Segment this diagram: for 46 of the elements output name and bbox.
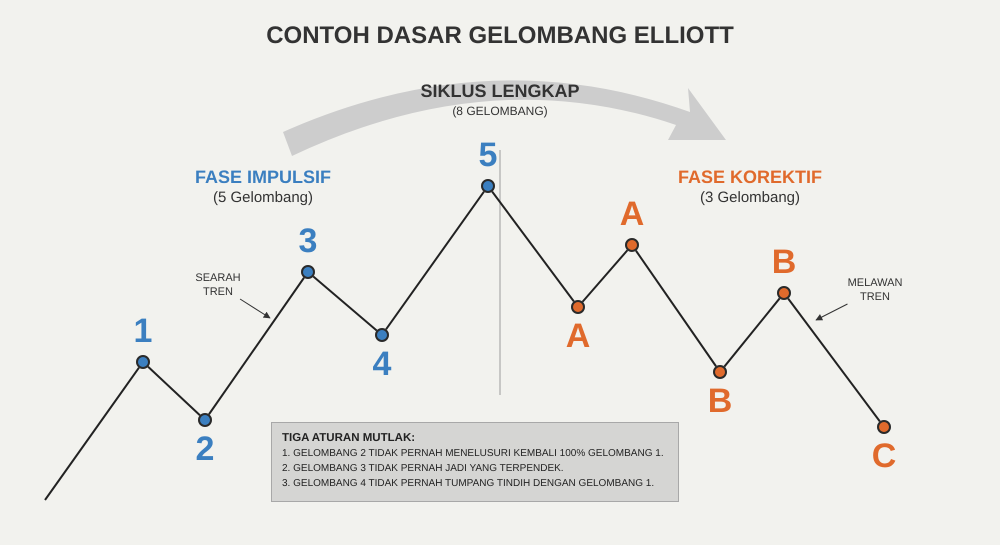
wave-number: C (870, 439, 898, 473)
annotation-text: MELAWAN TREN (845, 276, 905, 304)
wave-line (385, 191, 485, 330)
wave-number: B (706, 384, 734, 418)
leader-line (240, 298, 271, 318)
wave-number: 3 (298, 224, 318, 258)
wave-point (571, 300, 585, 314)
rule-text: 2. GELOMBANG 3 TIDAK PERNAH JADI YANG TERPENDEK. (282, 462, 565, 476)
wave-number: 1 (132, 314, 154, 348)
wave-number: A (564, 319, 592, 353)
wave-point (375, 328, 389, 342)
wave-line (787, 298, 881, 422)
wave-number: A (618, 197, 646, 231)
leader-line (815, 304, 848, 320)
wave-point (301, 265, 315, 279)
wave-line (582, 250, 628, 302)
phase-note: (3 Gelombang) (698, 189, 802, 207)
wave-point (136, 355, 150, 369)
wave-point (713, 365, 727, 379)
rules-panel (271, 422, 679, 502)
wave-point (877, 420, 891, 434)
wave-line (208, 277, 305, 415)
rule-text: 3. GELOMBANG 4 TIDAK PERNAH TUMPANG TINDIH DENGAN GELOMBANG 1. (282, 477, 656, 491)
wave-number: 5 (478, 138, 498, 172)
annotation-text: SEARAH TREN (193, 271, 243, 299)
rules-heading: TIGA ATURAN MUTLAK: (282, 431, 416, 446)
wave-point (777, 286, 791, 300)
wave-number: 4 (372, 347, 392, 381)
phase-note: (5 Gelombang) (212, 189, 314, 207)
wave-line (635, 250, 717, 367)
wave-point (481, 179, 495, 193)
wave-line (724, 298, 780, 368)
wave-line (491, 191, 575, 302)
wave-number: B (770, 245, 798, 279)
phase-heading: FASE KOREKTIF (676, 166, 823, 188)
wave-point (198, 413, 212, 427)
title-text: CONTOH DASAR GELOMBANG ELLIOTT (265, 22, 735, 50)
wave-line (44, 367, 140, 501)
subtitle-note: (8 GELOMBANG) (451, 104, 549, 118)
wave-point (625, 238, 639, 252)
wave-line (147, 366, 201, 416)
wave-number: 2 (194, 432, 216, 466)
subtitle-text: SIKLUS LENGKAP (419, 80, 580, 102)
phase-heading: FASE IMPULSIF (194, 166, 332, 188)
wave-line (312, 276, 378, 332)
rule-text: 1. GELOMBANG 2 TIDAK PERNAH MENELUSURI KEMBALI 100% GELOMBANG 1. (282, 447, 665, 461)
